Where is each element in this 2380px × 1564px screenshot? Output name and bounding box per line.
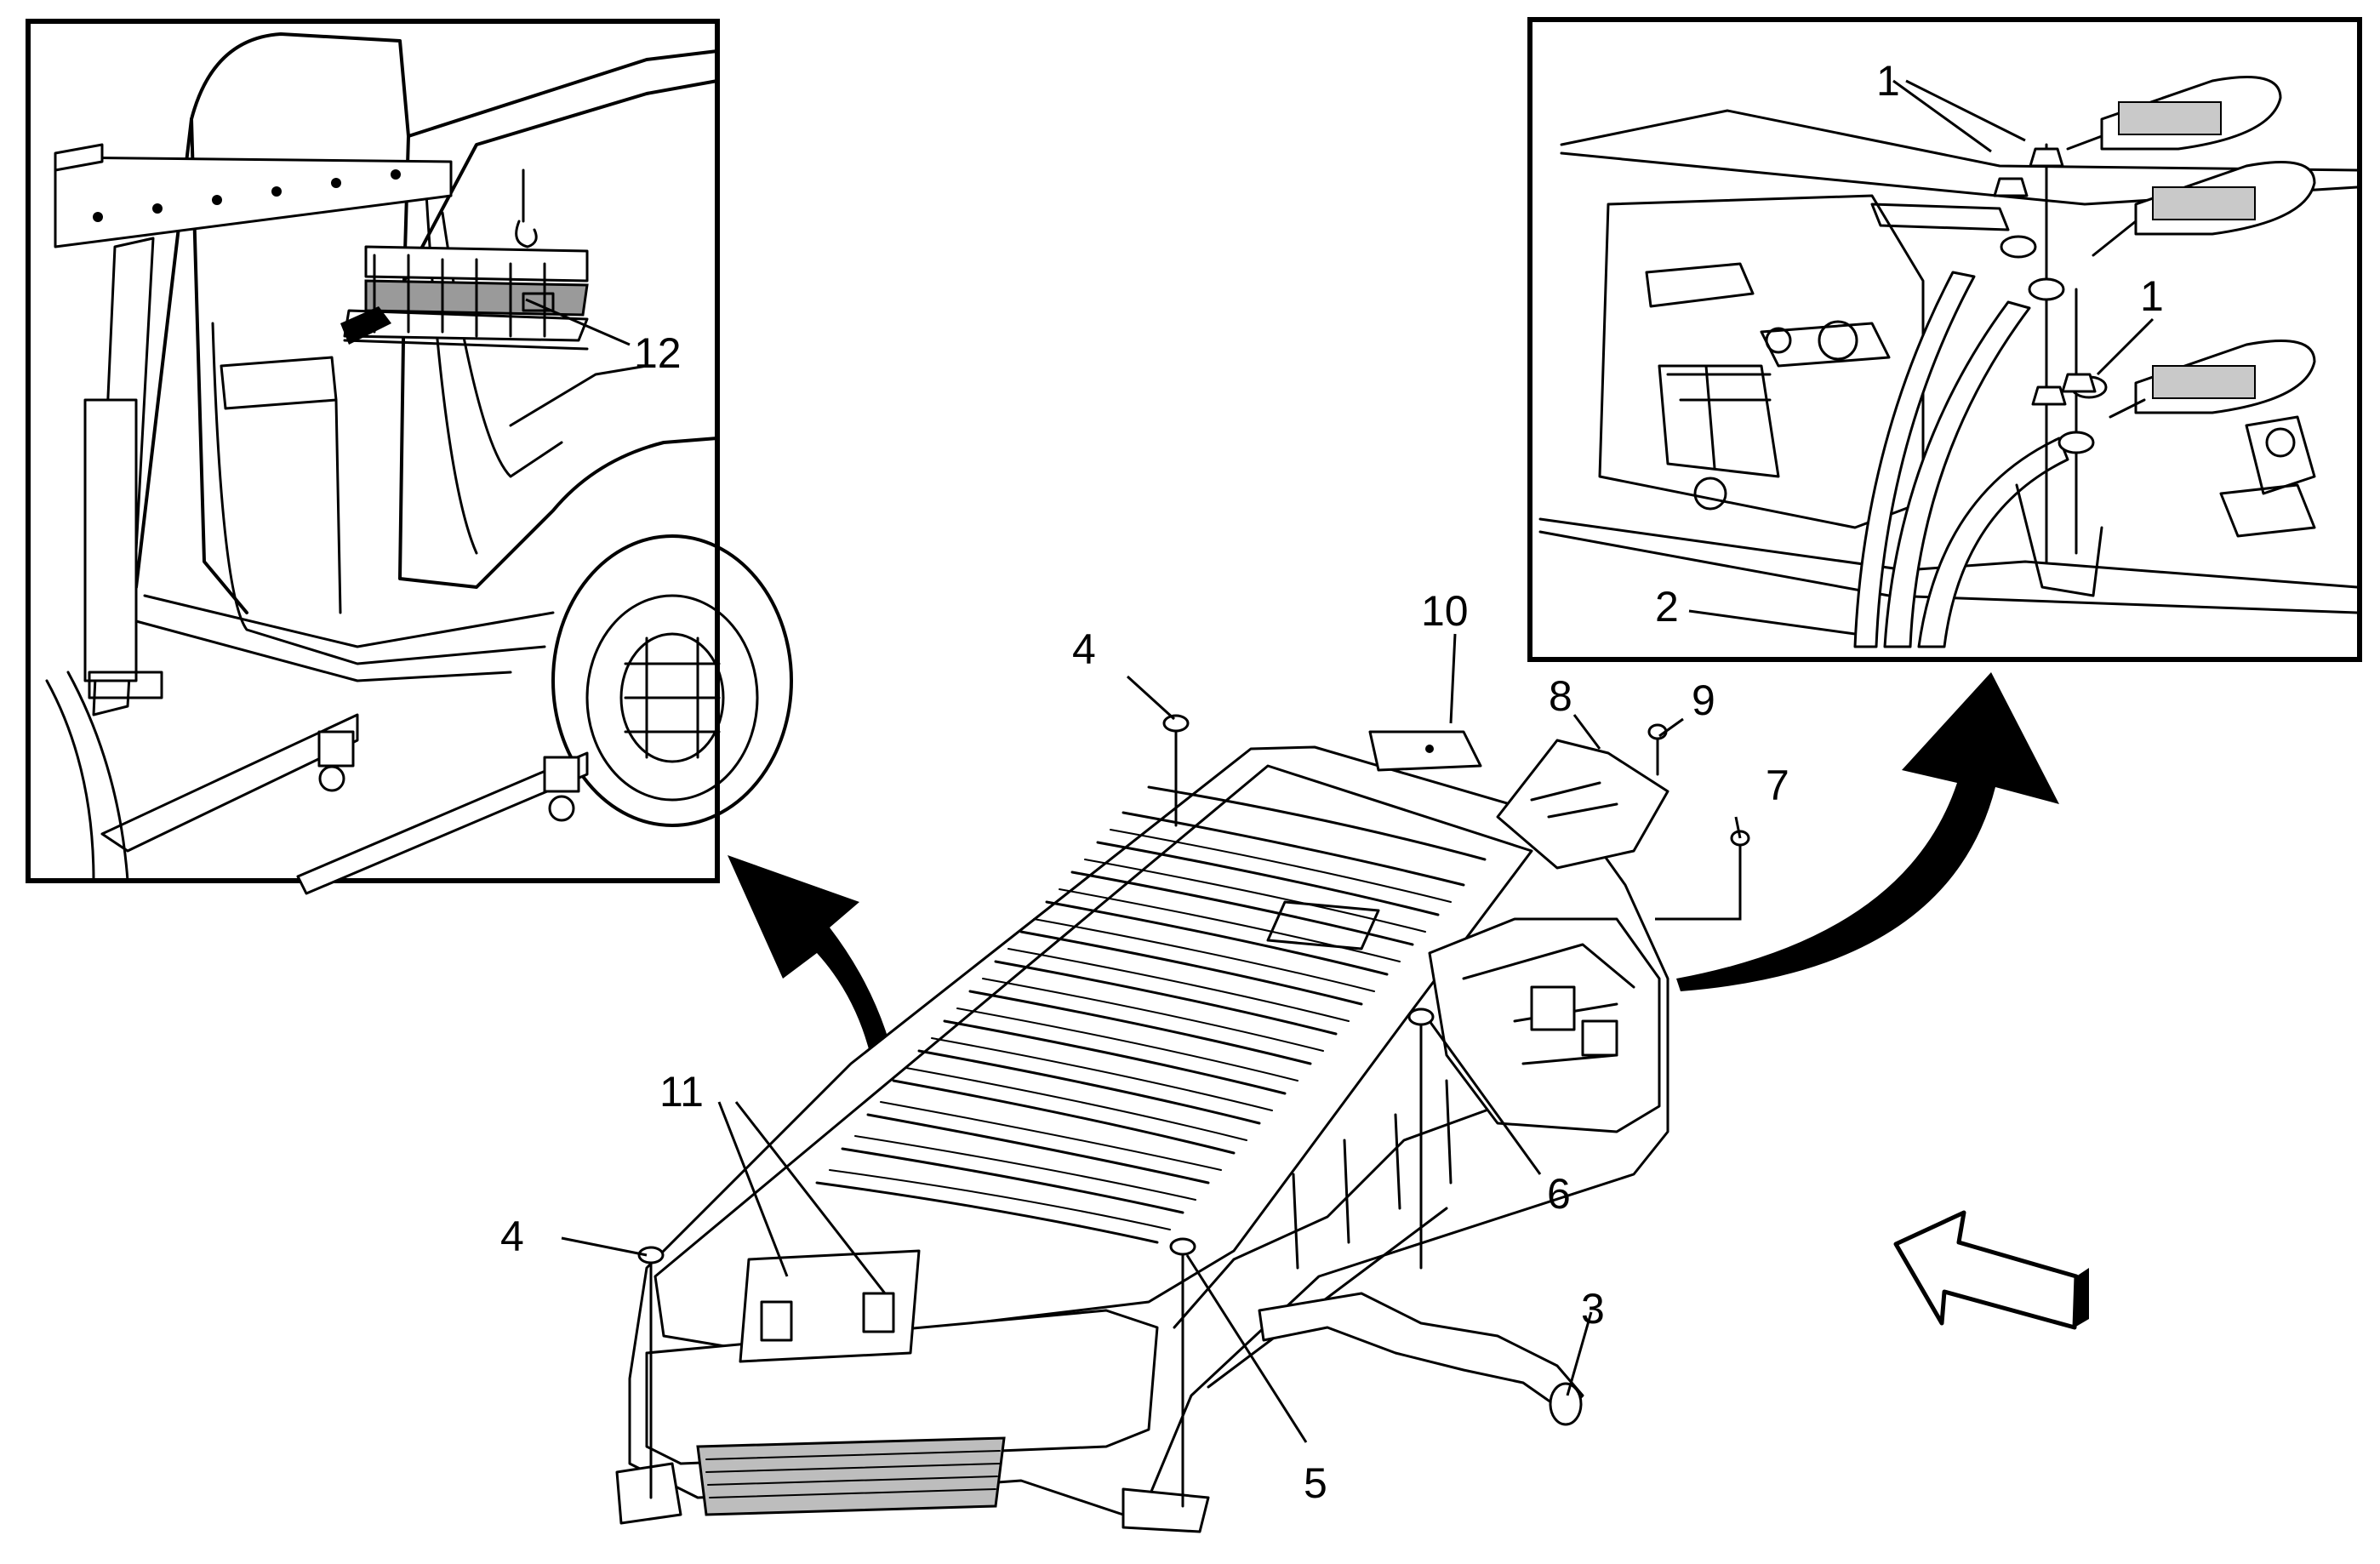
curved-arrow-icon [1676, 672, 2059, 991]
callout-1-right: 1 [2140, 272, 2164, 320]
callout-3: 3 [1581, 1285, 1605, 1333]
view-direction-arrow-icon [1893, 1210, 2089, 1330]
callout-7: 7 [1766, 762, 1789, 809]
curved-arrow-icon [728, 855, 905, 1225]
curved-arrow-right [1676, 672, 2059, 991]
battery-pack-assembly: 4 10 8 9 7 11 4 6 3 5 [500, 587, 1789, 1533]
view-direction-arrow [1893, 1210, 2089, 1330]
callout-6: 6 [1547, 1170, 1571, 1218]
battery-cable-terminals-icon [1538, 76, 2359, 648]
callout-2: 2 [1655, 583, 1679, 631]
callout-9: 9 [1692, 676, 1715, 724]
left-inset: 12 [26, 19, 793, 895]
right-inset: 1 1 2 [1527, 17, 2362, 662]
vehicle-with-hoist-icon [45, 32, 793, 895]
callout-5: 5 [1304, 1459, 1327, 1507]
battery-pack-assembly-icon [615, 714, 1750, 1533]
callout-8: 8 [1549, 672, 1572, 720]
callout-10: 10 [1421, 587, 1469, 635]
callout-1-top: 1 [1876, 57, 1900, 105]
callout-4-left: 4 [500, 1213, 524, 1260]
callout-4-top: 4 [1072, 625, 1096, 673]
callout-11: 11 [659, 1068, 704, 1116]
curved-arrow-left [728, 855, 905, 1225]
callout-12: 12 [634, 329, 682, 377]
